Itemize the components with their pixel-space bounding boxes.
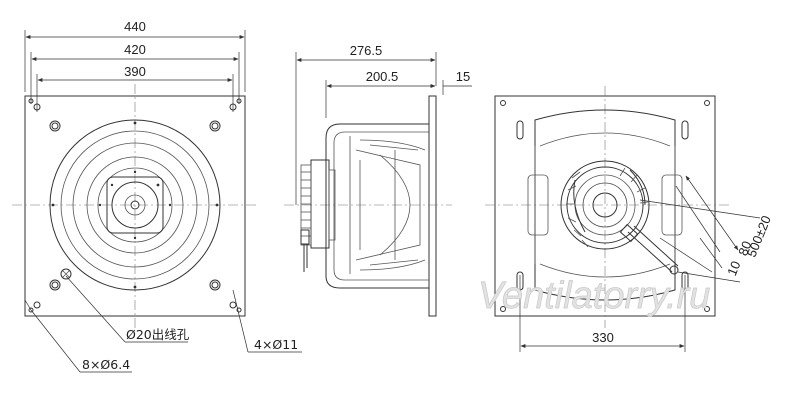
- flange-holes-leader: [232, 289, 249, 353]
- flange-holes: [49, 120, 221, 291]
- side-view: 276.5 200.5 15: [284, 43, 472, 317]
- dim-330-label: 330: [592, 330, 614, 345]
- front-view: 440 420 390: [12, 19, 302, 373]
- dimension-440: 440: [24, 19, 246, 92]
- dim-10-label: 10: [724, 259, 743, 278]
- ring-dots: [51, 121, 219, 289]
- rear-motor: [560, 160, 650, 250]
- cable-gland-icon: [300, 229, 310, 272]
- dim-200-5-label: 200.5: [366, 69, 399, 84]
- rear-corner-holes: [500, 100, 710, 312]
- dim-440-label: 440: [124, 19, 146, 34]
- mount-holes-callout: 8×Ø6.4: [82, 357, 130, 372]
- watermark: Ventilatorry.ru: [478, 275, 710, 317]
- cable-hole-callout: Ø20出线孔: [126, 327, 190, 342]
- dim-15-label: 15: [456, 69, 470, 84]
- rear-view: 330 500±20 80 10: [485, 86, 774, 352]
- dimension-15: 15: [430, 69, 472, 95]
- corner-holes: [28, 98, 242, 313]
- rear-bracket: [527, 109, 683, 301]
- dim-276-5-label: 276.5: [350, 43, 383, 58]
- side-housing: [325, 123, 429, 289]
- angled-dimensions: 500±20 80 10: [639, 175, 774, 283]
- flange-holes-callout: 4×Ø11: [254, 337, 298, 352]
- front-plate: [24, 95, 246, 317]
- cable-hole-leader: [65, 275, 126, 343]
- dim-420-label: 420: [124, 42, 146, 57]
- mount-holes-leader: [30, 309, 81, 373]
- dim-390-label: 390: [124, 64, 146, 79]
- dimension-330: 330: [519, 275, 686, 352]
- side-plate: [428, 95, 437, 317]
- cable-hole-icon: [60, 268, 72, 280]
- dimension-276-5: 276.5: [295, 43, 437, 205]
- dimension-200-5: 200.5: [325, 69, 436, 118]
- inlet-rings: [49, 119, 221, 291]
- dim-80-label: 80: [735, 239, 754, 258]
- impeller-blades: [349, 136, 426, 274]
- dimension-390: 390: [36, 64, 234, 112]
- rear-cable-icon: [619, 223, 679, 275]
- dimension-420: 420: [30, 42, 240, 104]
- motor-fins: [300, 164, 312, 246]
